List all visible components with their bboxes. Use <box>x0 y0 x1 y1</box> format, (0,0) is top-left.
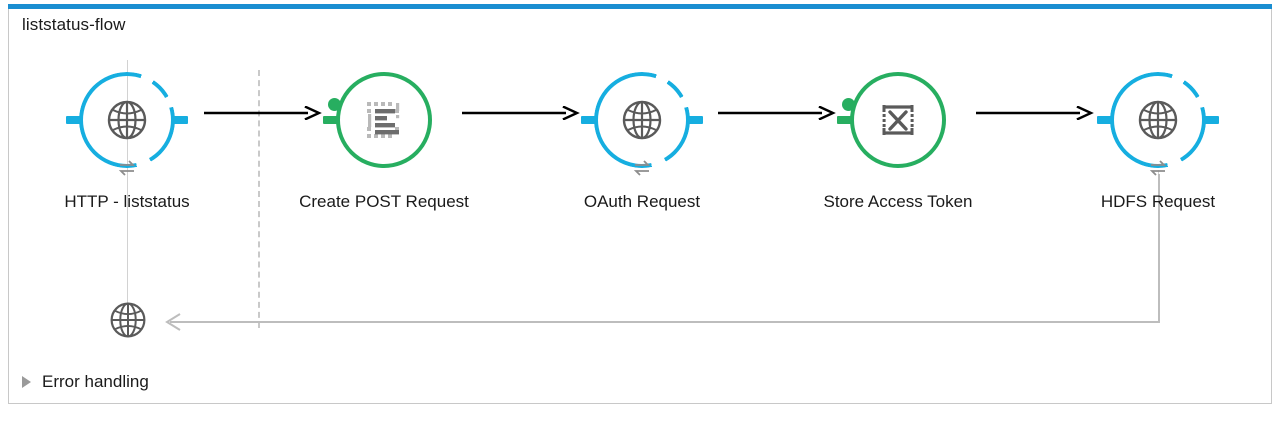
node-hdfs-request[interactable] <box>1097 72 1219 176</box>
connector-arrow-3 <box>718 106 836 120</box>
transform-message-icon <box>367 102 400 138</box>
node-http-liststatus[interactable] <box>66 72 188 176</box>
globe-icon <box>107 100 147 140</box>
node-label-http-liststatus: HTTP - liststatus <box>64 192 190 211</box>
node-label-line: Store Access Token <box>823 192 973 211</box>
connector-arrow-1 <box>204 106 322 120</box>
globe-icon <box>1138 100 1178 140</box>
node-store-access-token[interactable] <box>837 72 946 168</box>
connector-tab-left <box>1097 116 1113 124</box>
exchange-arrows-icon <box>118 160 136 176</box>
node-oauth-request[interactable] <box>581 72 703 176</box>
exchange-arrows-icon <box>633 160 651 176</box>
error-handling-section[interactable]: Error handling <box>22 372 149 392</box>
node-label-store-access-token: Store Access Token <box>803 190 993 214</box>
error-handling-label: Error handling <box>42 372 149 391</box>
triangle-right-icon[interactable] <box>22 376 31 388</box>
node-label-line: Create POST Request <box>299 192 469 211</box>
connector-arrow-4 <box>976 106 1094 120</box>
source-response-guide <box>127 60 128 306</box>
connector-tab-left <box>66 116 82 124</box>
globe-icon <box>622 100 662 140</box>
flow-accent-bar <box>8 4 1272 9</box>
connector-tab-right <box>687 116 703 124</box>
connector-tab-right <box>1203 116 1219 124</box>
flow-title: liststatus-flow <box>22 15 126 34</box>
node-label-oauth-request: OAuth Request <box>583 192 701 211</box>
globe-icon <box>110 302 146 338</box>
connector-tab-left <box>837 116 853 124</box>
exchange-arrows-icon <box>1149 160 1167 176</box>
processor-dot <box>842 98 855 111</box>
node-label-hdfs-request: HDFS Request <box>1100 192 1216 211</box>
node-create-post-request[interactable] <box>323 72 432 168</box>
connector-tab-left <box>581 116 597 124</box>
node-http-response[interactable] <box>108 300 148 340</box>
connector-tab-right <box>172 116 188 124</box>
set-variable-icon <box>882 105 914 135</box>
connector-arrow-2 <box>462 106 580 120</box>
node-label-create-post-request: Create POST Request <box>289 190 479 214</box>
processor-dot <box>328 98 341 111</box>
connector-tab-left <box>323 116 339 124</box>
